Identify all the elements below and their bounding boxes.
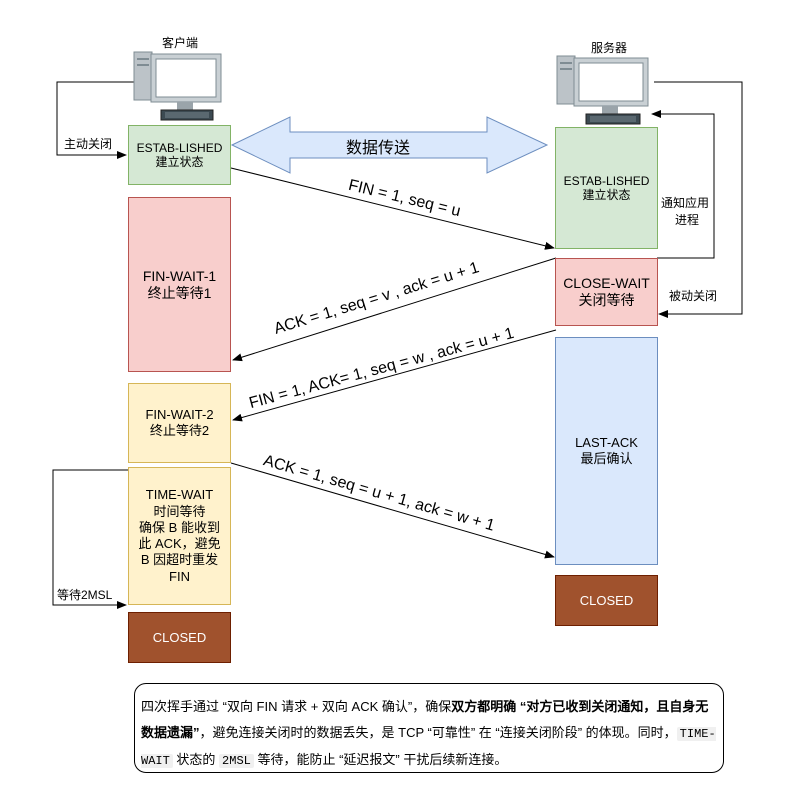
client-established-line2: 建立状态 <box>155 155 204 169</box>
note-text-4: 等待，能防止 “延迟报文” 干扰后续新连接。 <box>253 752 508 767</box>
notify-app-label-line1: 通知应用 <box>661 196 710 210</box>
note-code-2msl: 2MSL <box>219 754 254 768</box>
note-text-2: ，避免连接关闭时的数据丢失，是 TCP “可靠性” 在 “连接关闭阶段” 的体现… <box>199 725 677 740</box>
passive-close-connector <box>654 81 743 318</box>
server-close-wait-line2: 关闭等待 <box>578 292 635 308</box>
server-closed-label: CLOSED <box>579 592 634 608</box>
active-close-connector <box>56 81 135 159</box>
client-established-line1: ESTAB-LISHED <box>136 140 223 155</box>
fin1-arrow <box>230 167 555 250</box>
note-bold-text: 双方都明确 “对方已收到关闭通知，且自身无数据遗漏” <box>141 699 709 740</box>
client-time-wait-line2: 时间等待 <box>153 503 206 519</box>
data-transfer-double-arrow <box>230 116 549 174</box>
client-fin-wait-1-line1: FIN-WAIT-1 <box>142 267 217 284</box>
server-close-wait-state: CLOSE-WAIT 关闭等待 <box>555 258 658 326</box>
ack1-arrow <box>232 257 557 362</box>
client-time-wait-line6: FIN <box>169 568 190 584</box>
client-fin-wait-1-state: FIN-WAIT-1 终止等待1 <box>128 197 231 372</box>
notify-app-label-line2: 进程 <box>675 213 700 227</box>
server-last-ack-line2: 最后确认 <box>580 451 633 466</box>
client-time-wait-line4: 此 ACK，避免 <box>138 536 221 551</box>
client-computer-icon <box>133 50 223 122</box>
notify-app-connector <box>651 110 715 259</box>
server-computer-icon <box>556 54 652 126</box>
server-last-ack-state: LAST-ACK 最后确认 <box>555 337 658 565</box>
fin2-arrow <box>232 329 557 422</box>
client-time-wait-line1: TIME-WAIT <box>145 487 214 503</box>
wait-2msl-connector <box>52 469 128 609</box>
wait-2msl-label: 等待2MSL <box>57 588 113 602</box>
client-established-state: ESTAB-LISHED 建立状态 <box>128 125 231 185</box>
client-time-wait-state: TIME-WAIT 时间等待 确保 B 能收到 此 ACK，避免 B 因超时重发… <box>128 467 231 605</box>
server-closed-state: CLOSED <box>555 575 658 626</box>
client-time-wait-line3: 确保 B 能收到 <box>139 519 220 535</box>
client-fin-wait-2-line1: FIN-WAIT-2 <box>145 407 214 423</box>
data-transfer-label: 数据传送 <box>346 140 411 157</box>
client-fin-wait-2-line2: 终止等待2 <box>149 423 210 438</box>
client-fin-wait-2-state: FIN-WAIT-2 终止等待2 <box>128 383 231 463</box>
client-closed-state: CLOSED <box>128 612 231 663</box>
server-last-ack-line1: LAST-ACK <box>575 435 638 451</box>
passive-close-label: 被动关闭 <box>669 289 718 303</box>
server-established-state: ESTAB-LISHED 建立状态 <box>555 127 658 249</box>
summary-note: 四次挥手通过 “双向 FIN 请求 + 双向 ACK 确认”，确保双方都明确 “… <box>134 683 724 773</box>
client-closed-label: CLOSED <box>152 629 207 645</box>
note-text-3: 状态的 <box>172 752 220 767</box>
server-label: 服务器 <box>591 41 628 55</box>
client-time-wait-line5: B 因超时重发 <box>140 552 219 568</box>
active-close-label: 主动关闭 <box>64 137 113 151</box>
ack2-arrow <box>230 462 555 559</box>
server-established-line1: ESTAB-LISHED <box>563 173 650 188</box>
server-close-wait-line1: CLOSE-WAIT <box>563 275 650 292</box>
client-fin-wait-1-line2: 终止等待1 <box>147 284 212 301</box>
server-established-line2: 建立状态 <box>582 188 631 202</box>
note-text-1: 四次挥手通过 “双向 FIN 请求 + 双向 ACK 确认”，确保 <box>141 699 452 714</box>
client-label: 客户端 <box>162 36 199 50</box>
